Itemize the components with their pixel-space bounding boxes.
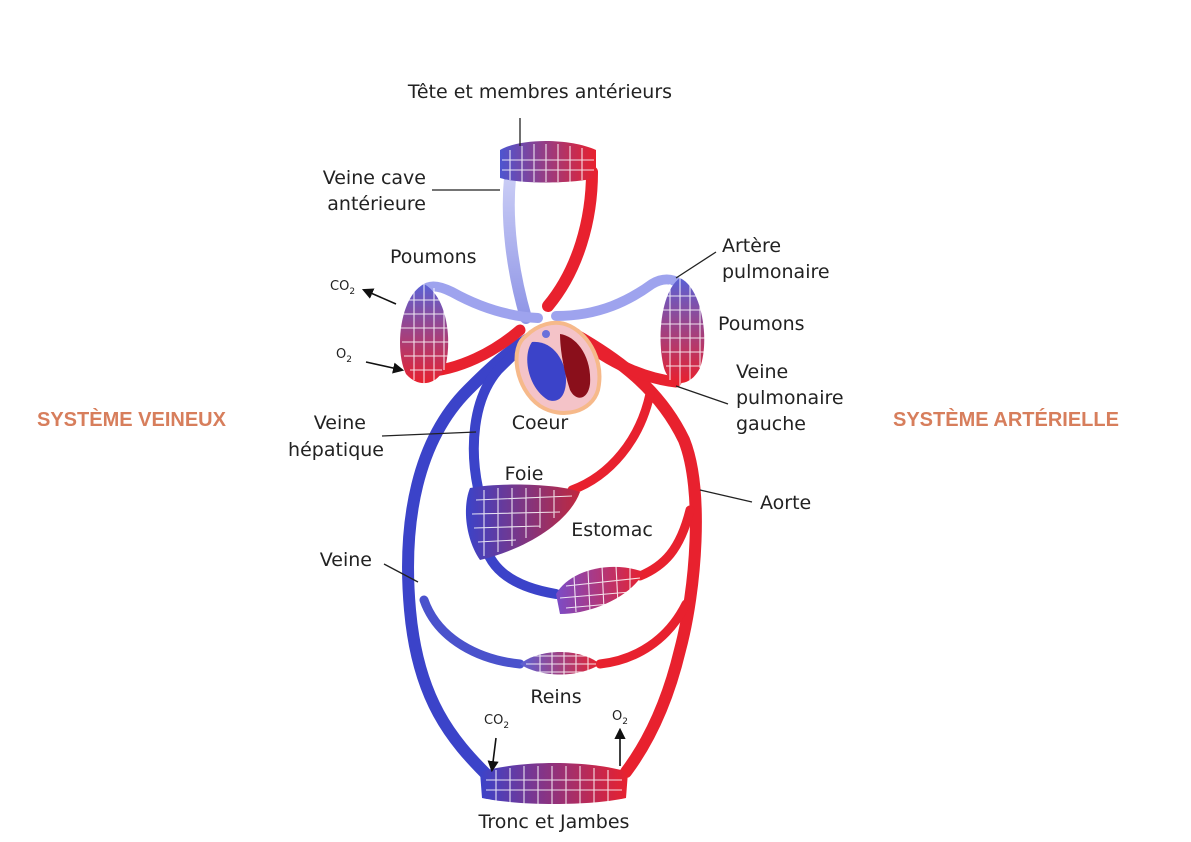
- leader-vein: [383, 563, 419, 583]
- carotid-artery: [542, 166, 598, 312]
- label-co2-top: CO2: [330, 279, 355, 297]
- leader-lines: [381, 118, 753, 583]
- label-hepatic-vein-1: Veine: [314, 412, 366, 434]
- trunk-capillary-bed: [480, 763, 628, 804]
- venous-system: [402, 172, 685, 782]
- pulmonary-artery-right: [551, 274, 685, 321]
- pulmonary-artery-left: [419, 281, 543, 323]
- label-pulmonary-vein-1: Veine: [736, 361, 788, 383]
- label-trunk: Tronc et Jambes: [478, 811, 630, 833]
- title-arterial-system: SYSTÈME ARTÉRIELLE: [893, 408, 1119, 431]
- head-capillary-bed: [500, 141, 596, 183]
- label-stomach: Estomac: [571, 519, 653, 541]
- label-head: Tête et membres antérieurs: [407, 81, 672, 103]
- label-pulmonary-vein-2: pulmonaire: [736, 387, 844, 409]
- label-o2-bottom: O2: [612, 709, 628, 727]
- kidneys-capillary-bed: [520, 648, 600, 678]
- label-co2-bottom: CO2: [484, 713, 509, 731]
- label-heart: Coeur: [512, 412, 569, 434]
- leader-pulmonary-artery: [675, 251, 717, 279]
- label-lungs-left: Poumons: [390, 246, 477, 268]
- stomach-capillary-bed: [556, 565, 644, 614]
- label-pulmonary-artery-1: Artère: [722, 235, 781, 257]
- label-pulmonary-vein-3: gauche: [736, 413, 806, 435]
- label-liver: Foie: [505, 463, 544, 485]
- arterial-system: [418, 166, 702, 778]
- label-o2-top: O2: [336, 347, 352, 365]
- gastric-artery: [635, 505, 695, 581]
- leader-aorta: [699, 489, 753, 503]
- co2-bottom-arrow: [487, 737, 499, 773]
- gas-arrows: [361, 288, 626, 773]
- label-vena-cava-1: Veine cave: [323, 167, 426, 189]
- renal-vein: [419, 595, 525, 669]
- left-body-vein: [402, 332, 536, 782]
- anterior-vena-cava: [502, 172, 532, 324]
- title-venous-system: SYSTÈME VEINEUX: [37, 408, 227, 431]
- left-lung-capillary-bed: [400, 284, 450, 384]
- heart: [514, 320, 602, 415]
- label-pulmonary-artery-2: pulmonaire: [722, 261, 830, 283]
- aorta: [568, 328, 702, 778]
- hepatic-artery: [567, 389, 655, 495]
- label-aorta: Aorte: [760, 492, 811, 514]
- renal-artery: [595, 599, 691, 669]
- liver-capillary-bed: [465, 484, 580, 560]
- leader-hepatic-vein: [381, 431, 477, 437]
- leader-pulmonary-vein: [675, 385, 729, 405]
- right-lung-capillary-bed: [660, 278, 706, 386]
- label-vena-cava-2: antérieure: [327, 193, 426, 215]
- o2-top-arrow: [365, 361, 405, 374]
- label-vein: Veine: [320, 549, 372, 571]
- label-lungs-right: Poumons: [718, 313, 805, 335]
- label-kidneys: Reins: [530, 686, 581, 708]
- co2-top-arrow: [361, 288, 397, 305]
- label-hepatic-vein-2: hépatique: [288, 439, 384, 461]
